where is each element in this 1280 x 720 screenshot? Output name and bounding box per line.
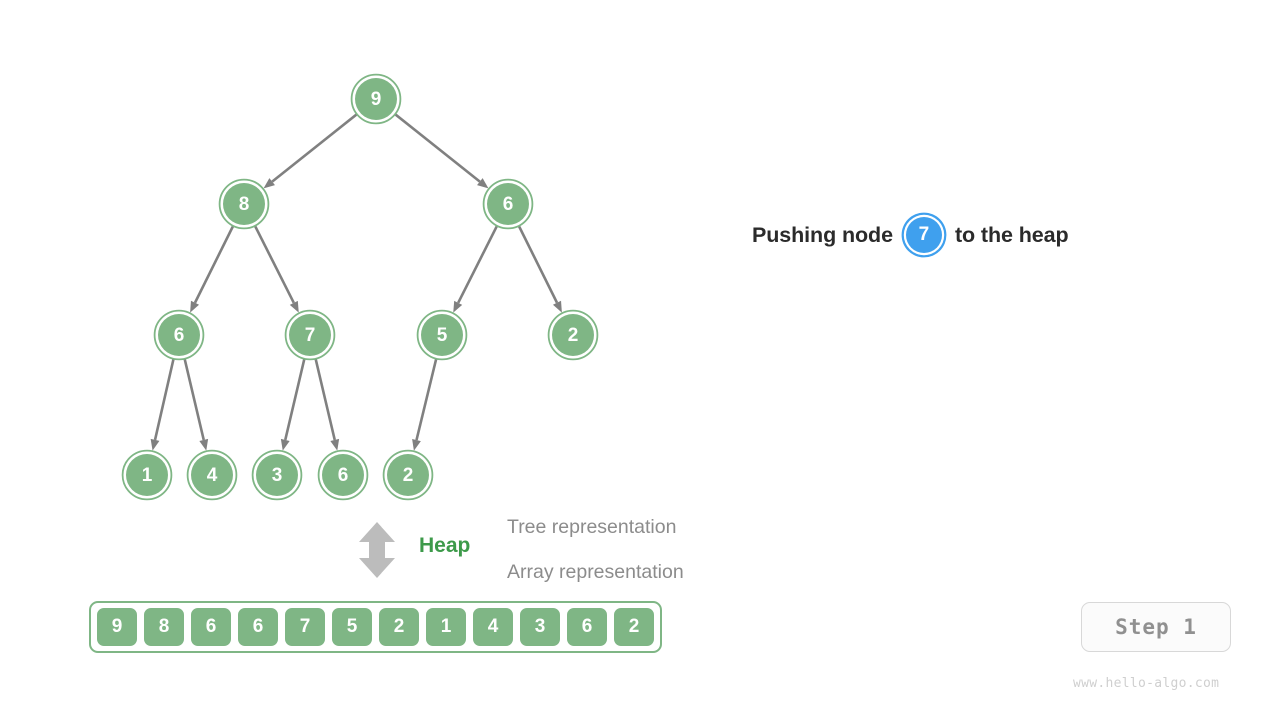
tree-node-value: 4 xyxy=(207,465,218,486)
array-cell: 2 xyxy=(612,606,656,648)
tree-edge-layer xyxy=(150,112,562,451)
tree-edge xyxy=(393,112,489,189)
tree-node: 8 xyxy=(218,178,270,230)
tree-edge xyxy=(183,358,209,451)
double-arrow-icon xyxy=(359,522,395,578)
tree-node-value: 3 xyxy=(272,465,283,486)
pushed-node-badge: 7 xyxy=(905,217,942,253)
tree-node-value: 9 xyxy=(371,89,382,110)
array-cell: 6 xyxy=(565,606,609,648)
tree-edge xyxy=(253,224,299,313)
tree-node-layer: 9 8 6 6 7 5 2 1 4 3 6 2 xyxy=(121,73,599,501)
tree-edge xyxy=(412,358,438,451)
tree-node: 1 xyxy=(121,449,173,501)
array-representation-label: Array representation xyxy=(507,561,684,583)
tree-node-value: 7 xyxy=(305,325,316,346)
array-cell: 1 xyxy=(424,606,468,648)
caption-prefix: Pushing node xyxy=(752,222,893,247)
tree-node: 4 xyxy=(186,449,238,501)
tree-edge xyxy=(453,224,499,313)
tree-node: 6 xyxy=(317,449,369,501)
watermark: www.hello-algo.com xyxy=(1073,676,1220,691)
array-cell: 4 xyxy=(471,606,515,648)
array-cell: 9 xyxy=(95,606,139,648)
tree-edge xyxy=(517,224,562,313)
tree-node: 3 xyxy=(251,449,303,501)
tree-node-value: 1 xyxy=(142,465,153,486)
tree-edge xyxy=(280,358,306,451)
status-caption: Pushing node 7 to the heap xyxy=(752,217,1069,253)
tree-node-value: 6 xyxy=(503,194,514,215)
array-cell: 3 xyxy=(518,606,562,648)
tree-node: 5 xyxy=(416,309,468,361)
tree-edge xyxy=(314,358,340,451)
tree-representation-label: Tree representation xyxy=(507,516,677,538)
array-cell: 8 xyxy=(142,606,186,648)
array-cell: 2 xyxy=(377,606,421,648)
tree-edge xyxy=(190,224,235,313)
tree-node: 2 xyxy=(382,449,434,501)
step-badge: Step 1 xyxy=(1081,602,1231,652)
tree-node-value: 2 xyxy=(403,465,414,486)
tree-node-value: 6 xyxy=(174,325,185,346)
tree-node-value: 6 xyxy=(338,465,349,486)
heap-label: Heap xyxy=(419,534,471,557)
tree-node: 9 xyxy=(350,73,402,125)
tree-node-value: 5 xyxy=(437,325,448,346)
caption-suffix: to the heap xyxy=(954,222,1069,247)
tree-edge xyxy=(150,358,175,451)
tree-node: 2 xyxy=(547,309,599,361)
array-cell: 6 xyxy=(189,606,233,648)
tree-node-value: 2 xyxy=(568,325,579,346)
tree-edge xyxy=(263,112,359,189)
tree-node-value: 8 xyxy=(239,194,250,215)
tree-node: 7 xyxy=(284,309,336,361)
array-cell: 5 xyxy=(330,606,374,648)
tree-node: 6 xyxy=(482,178,534,230)
tree-node: 6 xyxy=(153,309,205,361)
array-cell: 6 xyxy=(236,606,280,648)
array-cell: 7 xyxy=(283,606,327,648)
